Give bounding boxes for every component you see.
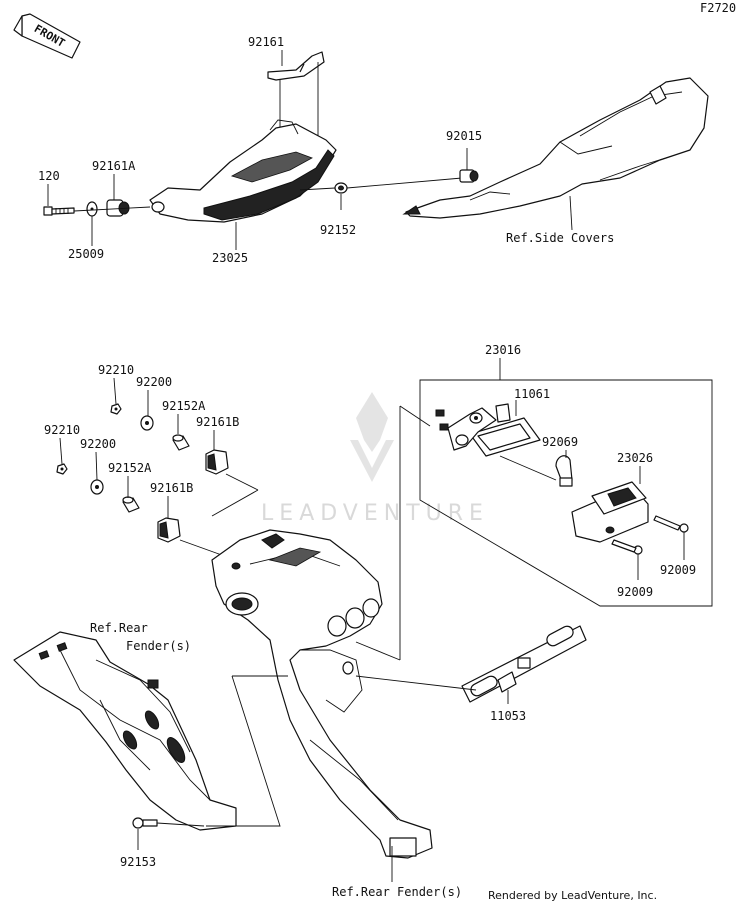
label-92152A-a: 92152A (162, 399, 206, 413)
label-92161B-b: 92161B (150, 481, 193, 495)
label-92152: 92152 (320, 223, 356, 237)
part-92009-screw-1 (653, 515, 689, 533)
part-23026-lens-housing (571, 481, 649, 543)
label-92069: 92069 (542, 435, 578, 449)
watermark-text: LEADVENTURE (261, 501, 489, 526)
part-92152A-collar-1 (172, 434, 190, 451)
part-92161-bracket (267, 51, 325, 81)
label-92161B-a: 92161B (196, 415, 239, 429)
part-120-bolt (43, 206, 75, 216)
label-rear-fender-1: Ref.Rear (90, 621, 148, 635)
part-92009-screw-2 (611, 539, 643, 555)
diagram-id: F2720 (700, 1, 736, 15)
label-92161: 92161 (248, 35, 284, 49)
label-92009-b: 92009 (617, 585, 653, 599)
label-rear-fender-2: Fender(s) (126, 639, 191, 653)
part-92161B-grommet-1 (205, 449, 229, 475)
footer-credit: Rendered by LeadVenture, Inc. (488, 889, 657, 902)
label-92200-b: 92200 (80, 437, 116, 451)
part-92200-washer-2 (90, 479, 104, 495)
part-92210-nut-2 (56, 463, 68, 475)
label-23025: 23025 (212, 251, 248, 265)
label-25009: 25009 (68, 247, 104, 261)
label-rear-fender-bottom: Ref.Rear Fender(s) (332, 885, 462, 899)
part-25009-washer (86, 201, 98, 217)
label-92152A-b: 92152A (108, 461, 152, 475)
part-92161B-grommet-2 (157, 517, 181, 543)
part-92152A-collar-2 (122, 496, 140, 513)
label-120: 120 (38, 169, 60, 183)
leadventure-watermark: LEADVENTURE (261, 392, 489, 526)
label-11061: 11061 (514, 387, 550, 401)
label-92153: 92153 (120, 855, 156, 869)
part-92069-bulb (555, 455, 573, 487)
label-11053: 11053 (490, 709, 526, 723)
part-92152-washer (334, 182, 348, 194)
part-23025-tail-housing (149, 119, 337, 223)
part-92210-nut-1 (110, 403, 122, 415)
part-side-covers (402, 77, 709, 219)
label-side-covers: Ref.Side Covers (506, 231, 614, 245)
part-license-bracket (211, 529, 433, 859)
label-92200-a: 92200 (136, 375, 172, 389)
part-92200-washer-1 (140, 415, 154, 431)
part-rear-fender (13, 631, 237, 831)
part-92015-nut (459, 169, 479, 183)
label-92161A: 92161A (92, 159, 136, 173)
label-92210-b: 92210 (44, 423, 80, 437)
part-11061-light-base (435, 403, 541, 457)
label-92210-a: 92210 (98, 363, 134, 377)
label-23026: 23026 (617, 451, 653, 465)
part-11053-plate-stay (461, 625, 587, 703)
label-92015: 92015 (446, 129, 482, 143)
part-92153-bolt (132, 817, 158, 829)
front-arrow-icon: FRONT (13, 13, 81, 59)
label-23016: 23016 (485, 343, 521, 357)
label-92009-a: 92009 (660, 563, 696, 577)
